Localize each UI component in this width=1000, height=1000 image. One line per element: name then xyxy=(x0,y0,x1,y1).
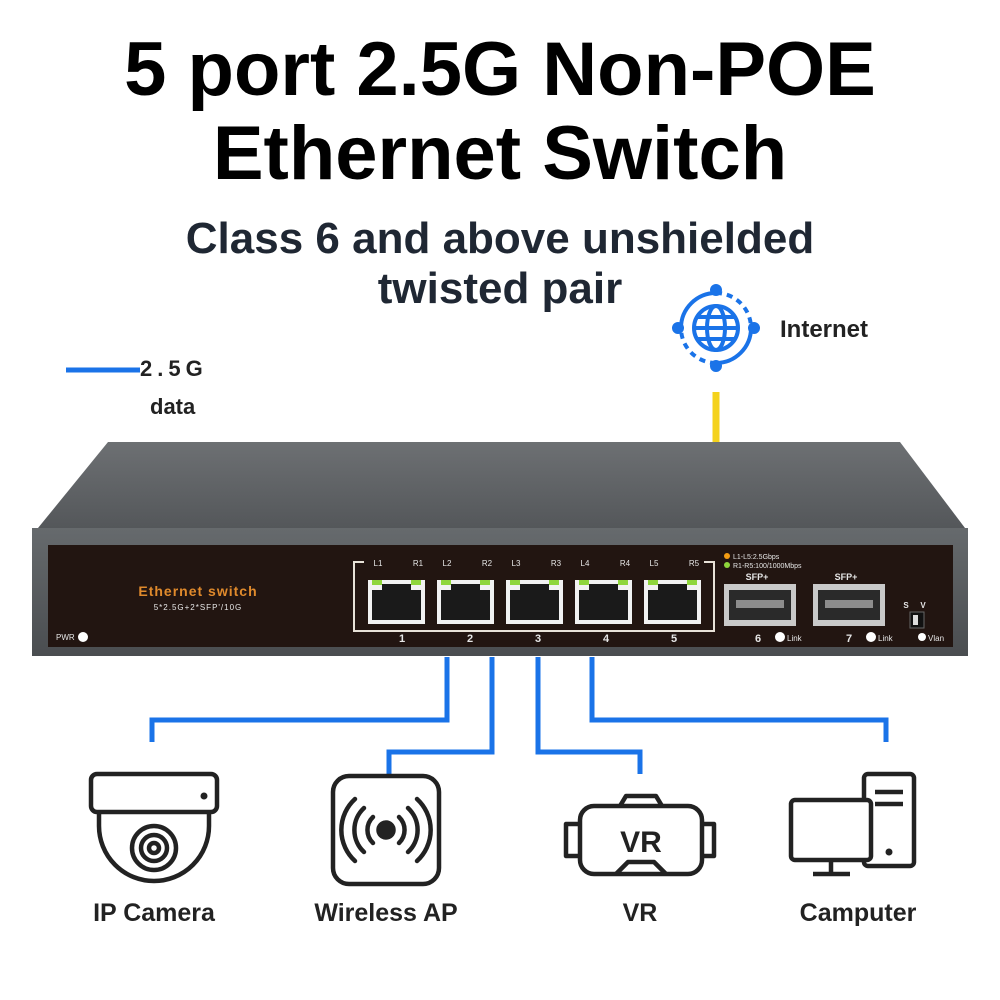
pwr-led xyxy=(78,632,88,642)
port-led-label: R1 xyxy=(413,559,424,568)
ip-camera-icon xyxy=(88,771,220,884)
ethernet-switch: Ethernet switch 5*2.5G+2*SFP'/10G PWR L1… xyxy=(32,442,968,656)
vr-icon-text: VR xyxy=(620,826,662,859)
dip-switch-label: S xyxy=(903,601,909,610)
wireless-ap-icon xyxy=(330,773,442,887)
device-label-wireless-ap: Wireless AP xyxy=(314,899,458,927)
sfp-label: SFP+ xyxy=(746,572,769,582)
port-led-label: R3 xyxy=(551,559,562,568)
rj45-port-3 xyxy=(506,580,563,624)
switch-brand-label: Ethernet switch xyxy=(138,583,257,599)
legend-label: data xyxy=(150,394,196,419)
port-led-label: R4 xyxy=(620,559,631,568)
port-led-label: L1 xyxy=(374,559,383,568)
sfp-port-number: 6 xyxy=(755,633,761,645)
led-legend-text: L1-L5:2.5Gbps xyxy=(733,554,780,561)
device-label-ip-camera: IP Camera xyxy=(93,899,215,927)
port-number: 2 xyxy=(467,633,473,645)
led-legend-dot-green xyxy=(724,562,730,568)
connection-lines xyxy=(149,657,889,774)
rj45-port-frame xyxy=(353,561,715,632)
port-number: 4 xyxy=(603,633,610,645)
sfp-link-label: Link xyxy=(878,634,894,643)
led-legend-dot-orange xyxy=(724,553,730,559)
port-number: 5 xyxy=(671,633,677,645)
vlan-led xyxy=(918,633,926,641)
sfp-label: SFP+ xyxy=(835,572,858,582)
port-led-label: R5 xyxy=(689,559,700,568)
connection-line-wireless-ap xyxy=(386,657,495,774)
sfp-port-6 xyxy=(724,584,796,626)
sfp-port-number: 7 xyxy=(846,633,852,645)
subtitle-line-1: Class 6 and above unshielded xyxy=(185,214,815,263)
device-label-vr: VR xyxy=(622,899,658,927)
page-title-line-2: Ethernet Switch xyxy=(212,111,788,196)
internet-label: Internet xyxy=(780,316,869,343)
pwr-label: PWR xyxy=(56,633,75,642)
legend-speed: 2.5G xyxy=(140,356,208,381)
port-led-label: L3 xyxy=(512,559,521,568)
dip-switch-label: V xyxy=(920,601,926,610)
port-led-label: R2 xyxy=(482,559,493,568)
sfp-port-7 xyxy=(813,584,885,626)
port-led-label: L2 xyxy=(443,559,452,568)
vlan-dip-switch-knob xyxy=(913,615,918,625)
rj45-port-2 xyxy=(437,580,494,624)
vr-headset-icon: VR xyxy=(563,793,717,877)
subtitle-line-2: twisted pair xyxy=(377,264,623,313)
port-number: 3 xyxy=(535,633,541,645)
sfp-link-label: Link xyxy=(787,634,803,643)
led-legend-text: R1-R5:100/1000Mbps xyxy=(733,563,802,570)
sfp-6-link-led xyxy=(775,632,785,642)
device-label-computer: Camputer xyxy=(799,899,917,927)
port-led-label: L4 xyxy=(581,559,590,568)
connection-line-computer xyxy=(589,657,889,742)
connection-line-ip-camera xyxy=(149,657,450,742)
sfp-7-link-led xyxy=(866,632,876,642)
port-number: 1 xyxy=(399,633,405,645)
vlan-label: Vlan xyxy=(928,634,944,643)
rj45-port-4 xyxy=(575,580,632,624)
computer-icon xyxy=(788,771,917,877)
page-title-line-1: 5 port 2.5G Non-POE xyxy=(124,27,876,112)
switch-model-label: 5*2.5G+2*SFP'/10G xyxy=(154,603,243,612)
rj45-port-group xyxy=(368,580,701,624)
connection-line-vr xyxy=(535,657,643,774)
rj45-port-5 xyxy=(644,580,701,624)
globe-network-icon xyxy=(672,284,760,372)
rj45-port-1 xyxy=(368,580,425,624)
switch-top-panel xyxy=(38,442,965,528)
port-led-label: L5 xyxy=(650,559,659,568)
